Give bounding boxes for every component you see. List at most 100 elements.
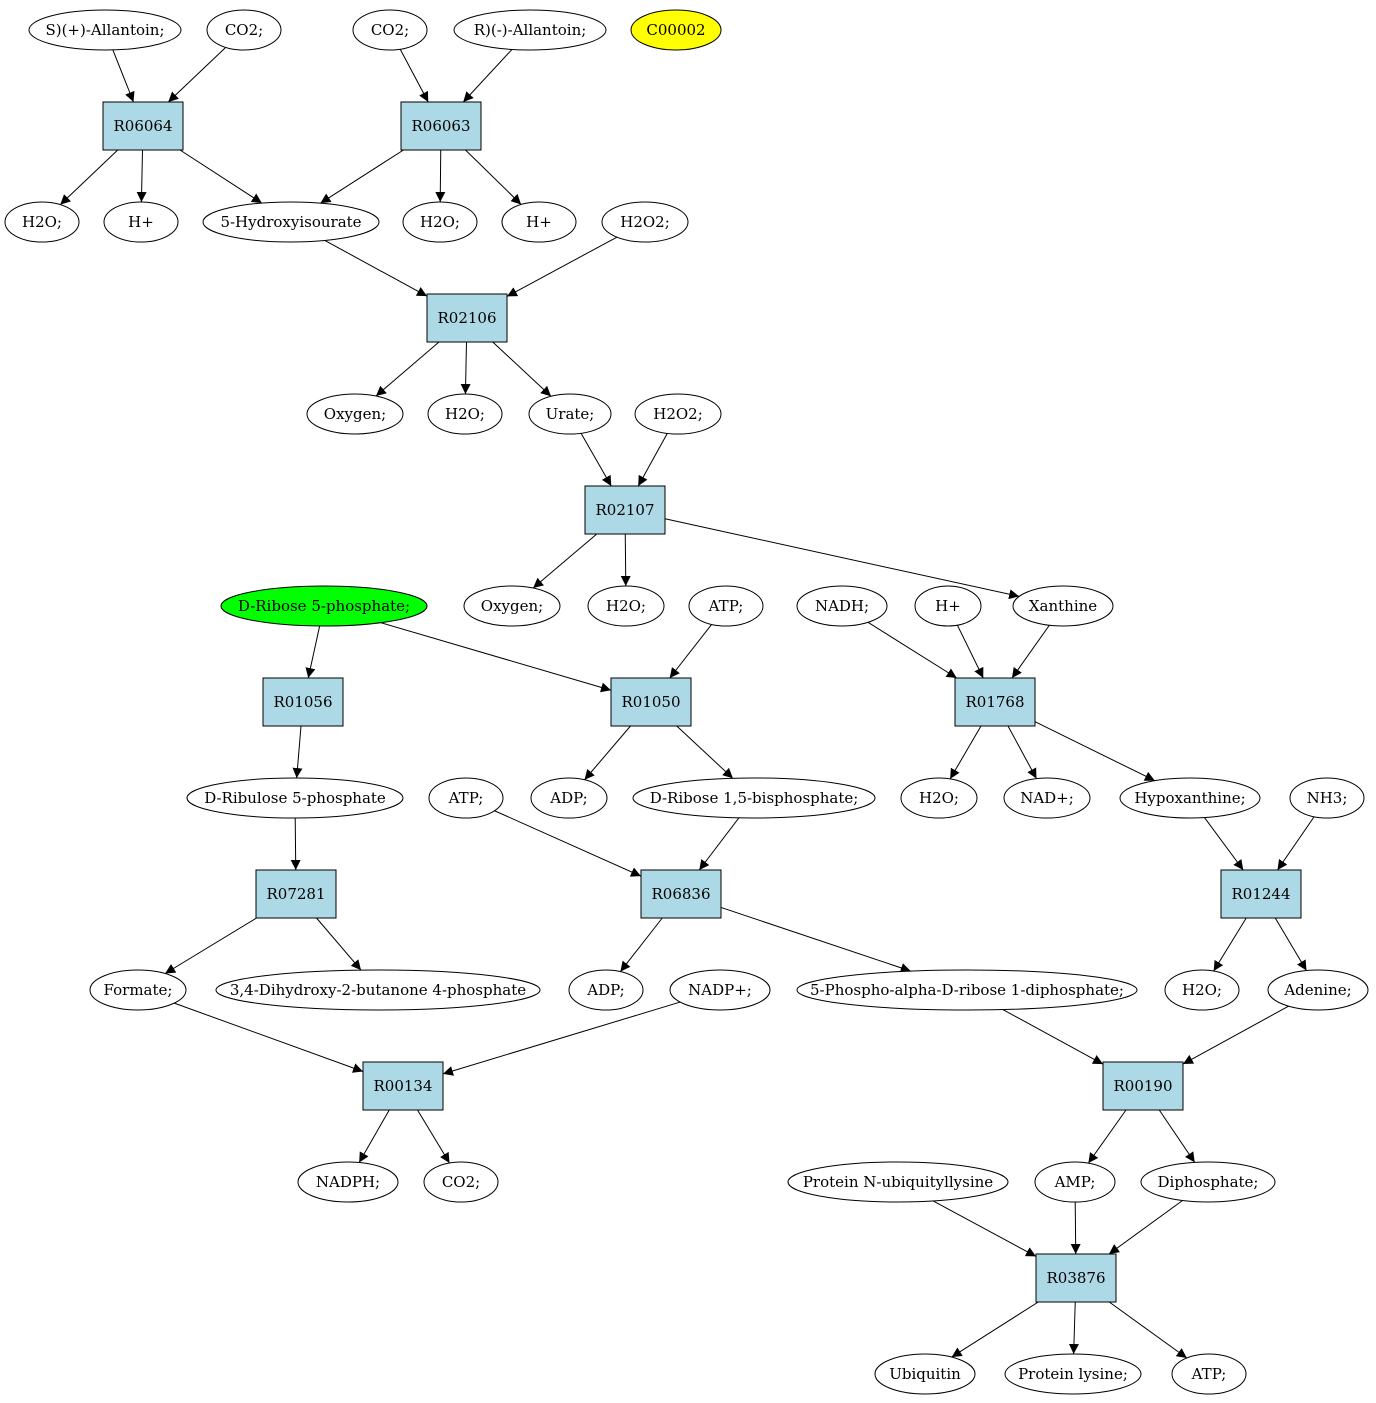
node-label: H2O; <box>919 789 959 807</box>
compound-node-adp[interactable]: ADP; <box>568 969 644 1011</box>
compound-node-nadp[interactable]: NADP+; <box>669 969 771 1011</box>
compound-node-d-ribulose-5-phosphate[interactable]: D-Ribulose 5-phosphate <box>186 777 404 819</box>
compound-node-h2o[interactable]: H2O; <box>900 777 978 819</box>
compound-node-5-phospho-alpha-d-ribose-1-diphosphate[interactable]: 5-Phospho-alpha-D-ribose 1-diphosphate; <box>796 969 1138 1011</box>
compound-node-hypoxanthine[interactable]: Hypoxanthine; <box>1119 777 1261 819</box>
node-label: ATP; <box>1191 1365 1227 1383</box>
node-label: H2O; <box>1182 981 1222 999</box>
reaction-node-r01768[interactable]: R01768 <box>954 677 1036 727</box>
compound-node-oxygen[interactable]: Oxygen; <box>463 585 561 627</box>
compound-node-formate[interactable]: Formate; <box>89 969 187 1011</box>
compound-node-h2o[interactable]: H2O; <box>1164 969 1240 1011</box>
compound-node-h2o[interactable]: H2O; <box>427 393 503 435</box>
compound-node-atp[interactable]: ATP; <box>1171 1353 1247 1395</box>
compound-node-nad[interactable]: NAD+; <box>1003 777 1091 819</box>
edge-r3-to-c12 <box>375 341 440 397</box>
compound-node-amp[interactable]: AMP; <box>1034 1161 1116 1203</box>
reaction-node-r00190[interactable]: R00190 <box>1102 1061 1184 1111</box>
compound-node-adenine[interactable]: Adenine; <box>1267 969 1369 1011</box>
compound-ellipse <box>530 777 608 819</box>
compound-node-urate[interactable]: Urate; <box>528 393 612 435</box>
compound-node-nadph[interactable]: NADPH; <box>297 1161 399 1203</box>
compound-ellipse <box>1119 777 1261 819</box>
compound-node-diphosphate[interactable]: Diphosphate; <box>1140 1161 1276 1203</box>
reaction-node-r01056[interactable]: R01056 <box>262 677 344 727</box>
compound-node-5-hydroxyisourate[interactable]: 5-Hydroxyisourate <box>202 201 380 243</box>
compound-ellipse <box>352 9 428 51</box>
compound-ellipse <box>796 969 1138 1011</box>
compound-node-d-ribose-1-5-bisphosphate[interactable]: D-Ribose 1,5-bisphosphate; <box>632 777 876 819</box>
compound-node-atp[interactable]: ATP; <box>428 777 504 819</box>
reaction-node-r06063[interactable]: R06063 <box>400 101 482 151</box>
node-label: C00002 <box>646 21 705 39</box>
reaction-box <box>954 677 1036 727</box>
edge-r9-to-c35 <box>720 906 911 973</box>
compound-node-h2o[interactable]: H2O; <box>4 201 80 243</box>
reaction-node-r07281[interactable]: R07281 <box>255 869 337 919</box>
compound-ellipse <box>787 1161 1009 1203</box>
node-label: AMP; <box>1054 1173 1096 1191</box>
compound-node-h2o[interactable]: H2O; <box>587 585 665 627</box>
reaction-node-r06064[interactable]: R06064 <box>102 101 184 151</box>
edge-c21-to-r7 <box>956 624 984 679</box>
edge-r11-to-c39 <box>417 1109 450 1164</box>
edge-layer <box>59 47 1315 1359</box>
compound-node-d-ribose-5-phosphate[interactable]: D-Ribose 5-phosphate; <box>220 585 428 627</box>
node-label: NH3; <box>1307 789 1348 807</box>
node-label: Protein N-ubiquityllysine <box>803 1173 993 1191</box>
compound-node-co2[interactable]: CO2; <box>352 9 428 51</box>
compound-node-nadh[interactable]: NADH; <box>796 585 888 627</box>
compound-node-co2[interactable]: CO2; <box>206 9 282 51</box>
node-label: R01050 <box>621 693 680 711</box>
compound-node-s-allantoin[interactable]: S)(+)-Allantoin; <box>28 9 182 51</box>
node-label: Xanthine <box>1029 597 1097 615</box>
node-label: Urate; <box>546 405 595 423</box>
edge-c3-to-r2 <box>399 48 429 103</box>
compound-node-nh3[interactable]: NH3; <box>1289 777 1365 819</box>
edge-c8-to-r3 <box>324 240 428 297</box>
compound-node-c00002[interactable]: C00002 <box>630 9 722 51</box>
compound-node-h2o2[interactable]: H2O2; <box>601 201 689 243</box>
edge-r10-to-c37 <box>1274 917 1307 971</box>
compound-ellipse <box>103 201 179 243</box>
node-label: R)(-)-Allantoin; <box>474 21 587 39</box>
compound-node-h[interactable]: H+ <box>914 585 982 627</box>
compound-ellipse <box>1140 1161 1276 1203</box>
edge-r3-to-c14 <box>492 341 552 397</box>
edge-c37-to-r12 <box>1182 1005 1289 1065</box>
node-label: H2O2; <box>653 405 703 423</box>
compound-node-h[interactable]: H+ <box>103 201 179 243</box>
reaction-node-r01050[interactable]: R01050 <box>610 677 692 727</box>
compound-node-3-4-dihydroxy-2-butanone-4-phosphate[interactable]: 3,4-Dihydroxy-2-butanone 4-phosphate <box>215 969 541 1011</box>
reaction-node-r02106[interactable]: R02106 <box>426 293 508 343</box>
compound-node-h2o2[interactable]: H2O2; <box>634 393 722 435</box>
edge-r4-to-c17 <box>532 533 598 589</box>
compound-ellipse <box>914 585 982 627</box>
compound-node-r-allantoin[interactable]: R)(-)-Allantoin; <box>453 9 607 51</box>
compound-node-h[interactable]: H+ <box>501 201 577 243</box>
edge-c11-to-r3 <box>506 236 618 297</box>
compound-node-ubiquitin[interactable]: Ubiquitin <box>874 1353 976 1395</box>
compound-node-protein-lysine[interactable]: Protein lysine; <box>1004 1353 1142 1395</box>
compound-node-h2o[interactable]: H2O; <box>402 201 478 243</box>
compound-node-protein-n-ubiquityllysine[interactable]: Protein N-ubiquityllysine <box>787 1161 1009 1203</box>
edge-r2-to-c9 <box>435 149 446 203</box>
compound-node-co2[interactable]: CO2; <box>423 1161 499 1203</box>
compound-node-oxygen[interactable]: Oxygen; <box>306 393 404 435</box>
reaction-node-r02107[interactable]: R02107 <box>584 485 666 535</box>
edge-r5-to-c23 <box>292 725 303 779</box>
node-label: R02106 <box>437 309 496 327</box>
reaction-node-r00134[interactable]: R00134 <box>362 1061 444 1111</box>
compound-node-atp[interactable]: ATP; <box>688 585 764 627</box>
compound-ellipse <box>630 9 722 51</box>
compound-node-xanthine[interactable]: Xanthine <box>1012 585 1114 627</box>
compound-ellipse <box>4 201 80 243</box>
node-label: R01768 <box>965 693 1024 711</box>
reaction-box <box>362 1061 444 1111</box>
reaction-node-r06836[interactable]: R06836 <box>640 869 722 919</box>
edge-r7-to-c29 <box>1034 721 1156 782</box>
reaction-node-r01244[interactable]: R01244 <box>1220 869 1302 919</box>
reaction-node-r03876[interactable]: R03876 <box>1035 1253 1117 1303</box>
compound-node-adp[interactable]: ADP; <box>530 777 608 819</box>
